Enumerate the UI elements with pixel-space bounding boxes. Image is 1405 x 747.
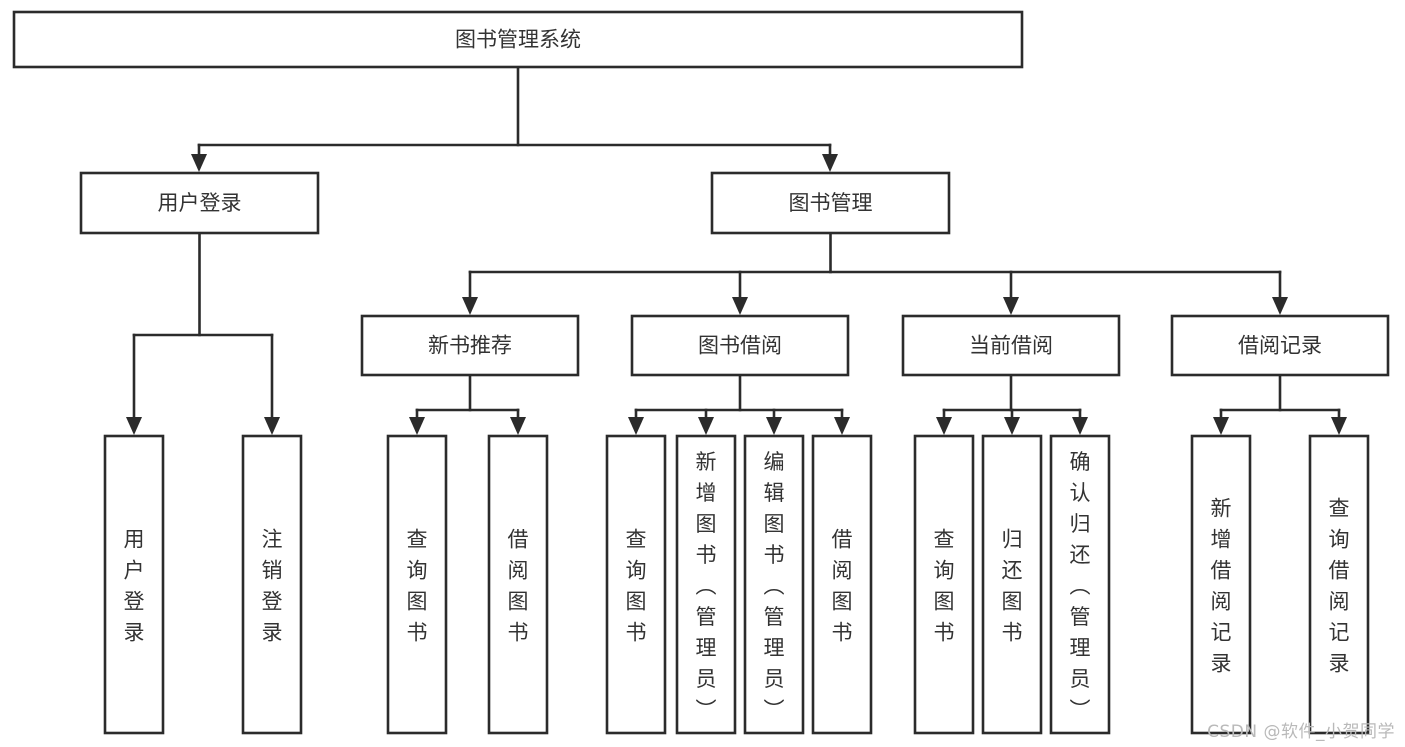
node-user-login[interactable]: 用户登录 — [79, 171, 320, 235]
node-box[interactable] — [981, 434, 1043, 735]
arrow-head-icon — [1003, 297, 1019, 315]
node-box[interactable] — [79, 171, 320, 235]
node-label: 图书管理系统 — [455, 28, 581, 52]
node-box[interactable] — [605, 434, 667, 735]
node-box[interactable] — [1308, 434, 1370, 735]
arrow-head-icon — [834, 417, 850, 435]
arrow-head-icon — [1213, 417, 1229, 435]
node-leaf-add-book[interactable]: 新增图书︵管理员︶ — [675, 434, 737, 735]
arrow-head-icon — [628, 417, 644, 435]
node-current-borrow[interactable]: 当前借阅 — [901, 314, 1121, 377]
node-box[interactable] — [630, 314, 850, 377]
node-leaf-add-record[interactable]: 新增借阅记录 — [1190, 434, 1252, 735]
connector-edges — [126, 65, 1347, 435]
arrow-head-icon — [510, 417, 526, 435]
node-label: 新增借阅记录 — [1211, 497, 1232, 676]
node-label: 归还图书 — [1002, 528, 1023, 645]
node-box[interactable] — [710, 171, 951, 235]
node-label: 查询图书 — [407, 528, 428, 645]
node-leaf-borrow-book-1[interactable]: 借阅图书 — [487, 434, 549, 735]
node-leaf-query-book-2[interactable]: 查询图书 — [605, 434, 667, 735]
node-label: 查询借阅记录 — [1329, 497, 1350, 676]
node-book-borrow[interactable]: 图书借阅 — [630, 314, 850, 377]
node-leaf-query-book-3[interactable]: 查询图书 — [913, 434, 975, 735]
arrow-head-icon — [191, 154, 207, 172]
node-box[interactable] — [901, 314, 1121, 377]
node-label: 当前借阅 — [969, 334, 1053, 358]
arrow-head-icon — [1272, 297, 1288, 315]
arrow-head-icon — [462, 297, 478, 315]
arrow-head-icon — [822, 154, 838, 172]
node-box[interactable] — [1170, 314, 1390, 377]
node-box[interactable] — [487, 434, 549, 735]
diagram-nodes: 图书管理系统用户登录图书管理新书推荐图书借阅当前借阅借阅记录用户登录注销登录查询… — [12, 10, 1390, 735]
node-leaf-logout[interactable]: 注销登录 — [241, 434, 303, 735]
node-box[interactable] — [1049, 434, 1111, 735]
arrow-head-icon — [1072, 417, 1088, 435]
node-label: 用户登录 — [158, 191, 242, 215]
node-label: 新书推荐 — [428, 334, 512, 358]
arrow-head-icon — [732, 297, 748, 315]
node-label: 借阅图书 — [508, 528, 529, 645]
node-leaf-query-record[interactable]: 查询借阅记录 — [1308, 434, 1370, 735]
arrow-head-icon — [1004, 417, 1020, 435]
node-label: 查询图书 — [934, 528, 955, 645]
node-label: 新增图书︵管理员︶ — [696, 450, 717, 722]
node-leaf-confirm-return[interactable]: 确认归还︵管理员︶ — [1049, 434, 1111, 735]
node-label: 图书管理 — [789, 191, 873, 215]
node-box[interactable] — [360, 314, 580, 377]
arrow-head-icon — [264, 417, 280, 435]
node-leaf-return-book[interactable]: 归还图书 — [981, 434, 1043, 735]
node-label: 注销登录 — [262, 528, 283, 645]
node-leaf-user-login[interactable]: 用户登录 — [103, 434, 165, 735]
arrow-head-icon — [766, 417, 782, 435]
node-new-book-recommend[interactable]: 新书推荐 — [360, 314, 580, 377]
node-label: 用户登录 — [124, 528, 145, 645]
arrow-head-icon — [698, 417, 714, 435]
node-borrow-record[interactable]: 借阅记录 — [1170, 314, 1390, 377]
node-box[interactable] — [241, 434, 303, 735]
arrow-head-icon — [1331, 417, 1347, 435]
arrow-head-icon — [126, 417, 142, 435]
node-leaf-edit-book[interactable]: 编辑图书︵管理员︶ — [743, 434, 805, 735]
node-label: 编辑图书︵管理员︶ — [764, 450, 785, 722]
node-box[interactable] — [743, 434, 805, 735]
node-box[interactable] — [386, 434, 448, 735]
node-leaf-borrow-book-2[interactable]: 借阅图书 — [811, 434, 873, 735]
node-root-root[interactable]: 图书管理系统 — [12, 10, 1024, 69]
node-label: 图书借阅 — [698, 334, 782, 358]
arrow-head-icon — [936, 417, 952, 435]
node-box[interactable] — [913, 434, 975, 735]
node-box[interactable] — [811, 434, 873, 735]
node-box[interactable] — [1190, 434, 1252, 735]
node-box[interactable] — [103, 434, 165, 735]
arrow-head-icon — [409, 417, 425, 435]
node-leaf-query-book-1[interactable]: 查询图书 — [386, 434, 448, 735]
node-label: 确认归还︵管理员︶ — [1070, 450, 1091, 722]
node-box[interactable] — [12, 10, 1024, 69]
node-book-manage[interactable]: 图书管理 — [710, 171, 951, 235]
node-label: 查询图书 — [626, 528, 647, 645]
node-label: 借阅图书 — [832, 528, 853, 645]
node-box[interactable] — [675, 434, 737, 735]
node-label: 借阅记录 — [1238, 334, 1322, 358]
